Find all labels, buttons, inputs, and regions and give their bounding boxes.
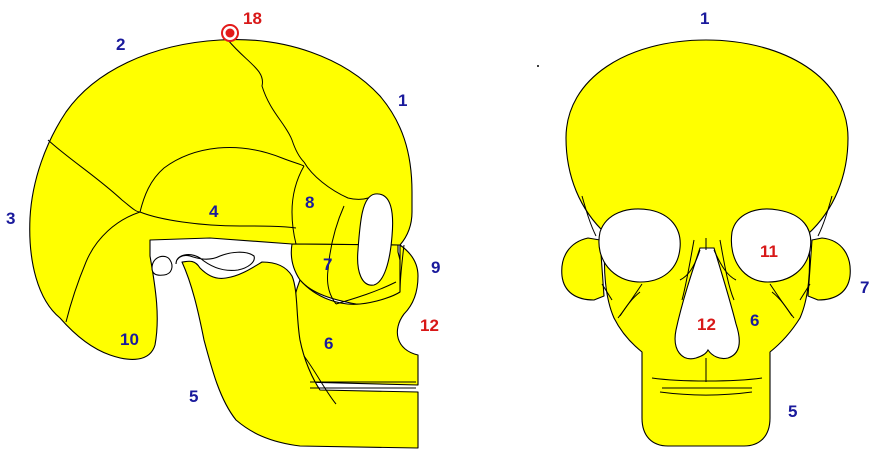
front-label-6: 6	[750, 311, 759, 330]
side-label-12: 12	[420, 316, 439, 335]
front-label-12: 12	[697, 315, 716, 334]
front-label-5: 5	[788, 402, 797, 421]
side-label-1: 1	[398, 91, 407, 110]
front-label-11: 11	[760, 242, 778, 261]
side-label-4: 4	[209, 202, 219, 221]
side-label-8: 8	[305, 193, 314, 212]
side-label-7: 7	[323, 255, 332, 274]
side-label-10: 10	[120, 330, 139, 349]
stray-dot	[537, 65, 539, 67]
side-label-18: 18	[243, 9, 262, 28]
side-label-2: 2	[116, 35, 125, 54]
side-label-9: 9	[431, 258, 440, 277]
vertex-marker[interactable]	[222, 25, 238, 41]
side-label-6: 6	[324, 334, 333, 353]
side-label-3: 3	[6, 209, 15, 228]
front-orbit-left[interactable]	[599, 209, 680, 282]
side-ear-hole[interactable]	[152, 256, 172, 275]
front-label-1: 1	[700, 9, 709, 28]
side-label-5: 5	[189, 387, 198, 406]
front-cheek-right	[808, 238, 850, 300]
skull-front-view: 1 5 6 7 11 12	[562, 9, 870, 446]
front-label-7: 7	[860, 278, 869, 297]
skull-side-view: 1 2 3 4 5 6 7 8 9 10 12 18	[6, 9, 440, 448]
front-cheek-left	[562, 238, 604, 300]
